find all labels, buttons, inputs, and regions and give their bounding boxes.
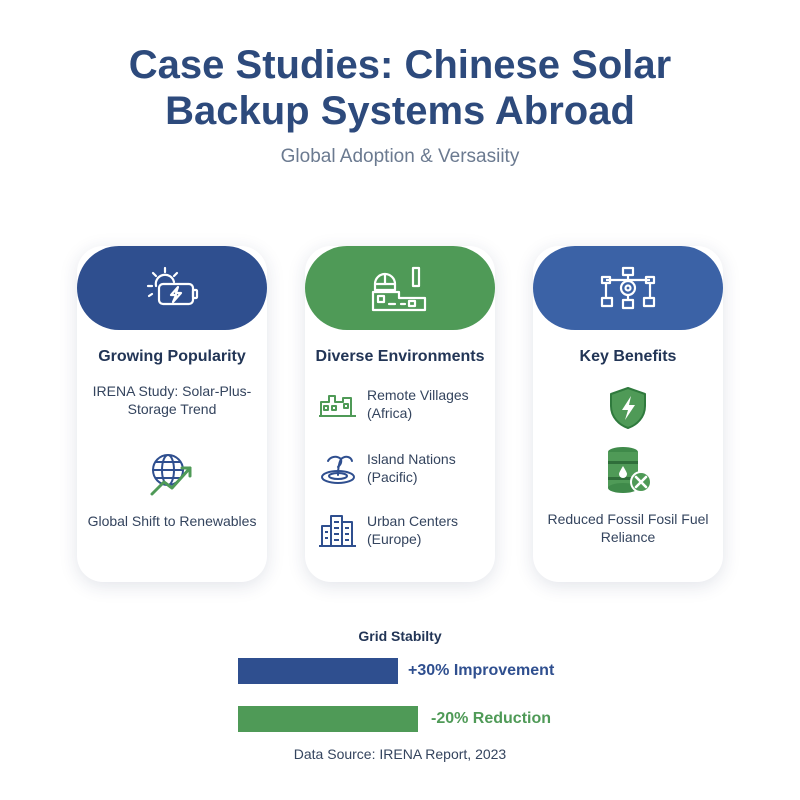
- grid-stability-title: Grid Stabilty: [358, 628, 442, 644]
- env-label-villages: Remote Villages (Africa): [367, 387, 469, 421]
- env-label-islands: Island Nations (Pacific): [367, 451, 456, 485]
- factory-icon: [371, 266, 427, 312]
- improvement-label: +30% Improvement: [408, 662, 555, 679]
- card-diverse-environments: Diverse Environments Remote Villages (Af…: [305, 246, 495, 582]
- env-label-urban: Urban Centers (Europe): [367, 513, 459, 547]
- page-title: Case Studies: Chinese Solar Backup Syste…: [0, 42, 800, 134]
- card-heading-environments: Diverse Environments: [315, 348, 485, 365]
- improvement-bar: [238, 658, 398, 684]
- env-item-urban: Urban Centers (Europe): [317, 512, 487, 548]
- page-subtitle: Global Adoption & Versasiity: [280, 146, 520, 167]
- city-icon: [319, 515, 356, 547]
- reduction-bar: [238, 706, 418, 732]
- card-header-benefits: [533, 246, 723, 330]
- env-item-villages: Remote Villages (Africa): [317, 386, 487, 422]
- title-line-2: Backup Systems Abroad: [165, 89, 635, 133]
- card-header-popularity: [77, 246, 267, 330]
- benefit-reduced-text: Reduced Fossil Fosil Fuel Reliance: [547, 511, 709, 545]
- title-line-1: Case Studies: Chinese Solar: [128, 43, 672, 87]
- card-heading-benefits: Key Benefits: [579, 348, 677, 365]
- network-icon: [600, 266, 656, 310]
- irena-study-text: IRENA Study: Solar-Plus-Storage Trend: [92, 383, 252, 417]
- energy-shield-icon: [610, 387, 646, 429]
- card-header-environments: [305, 246, 495, 330]
- env-item-islands: Island Nations (Pacific): [317, 450, 487, 486]
- island-icon: [321, 455, 355, 484]
- card-key-benefits: Key Benefits Reduced Fossil Fosil Fuel R…: [533, 246, 723, 582]
- card-heading-popularity: Growing Popularity: [98, 348, 246, 365]
- global-shift-text: Global Shift to Renewables: [87, 513, 257, 529]
- data-source: Data Source: IRENA Report, 2023: [293, 746, 507, 762]
- village-icon: [319, 395, 356, 417]
- reduction-label: -20% Reduction: [431, 710, 552, 727]
- oil-barrel-no-icon: [608, 447, 652, 493]
- card-growing-popularity: Growing Popularity IRENA Study: Solar-Pl…: [77, 246, 267, 582]
- solar-battery-icon: [146, 266, 199, 306]
- globe-growth-icon: [150, 454, 192, 496]
